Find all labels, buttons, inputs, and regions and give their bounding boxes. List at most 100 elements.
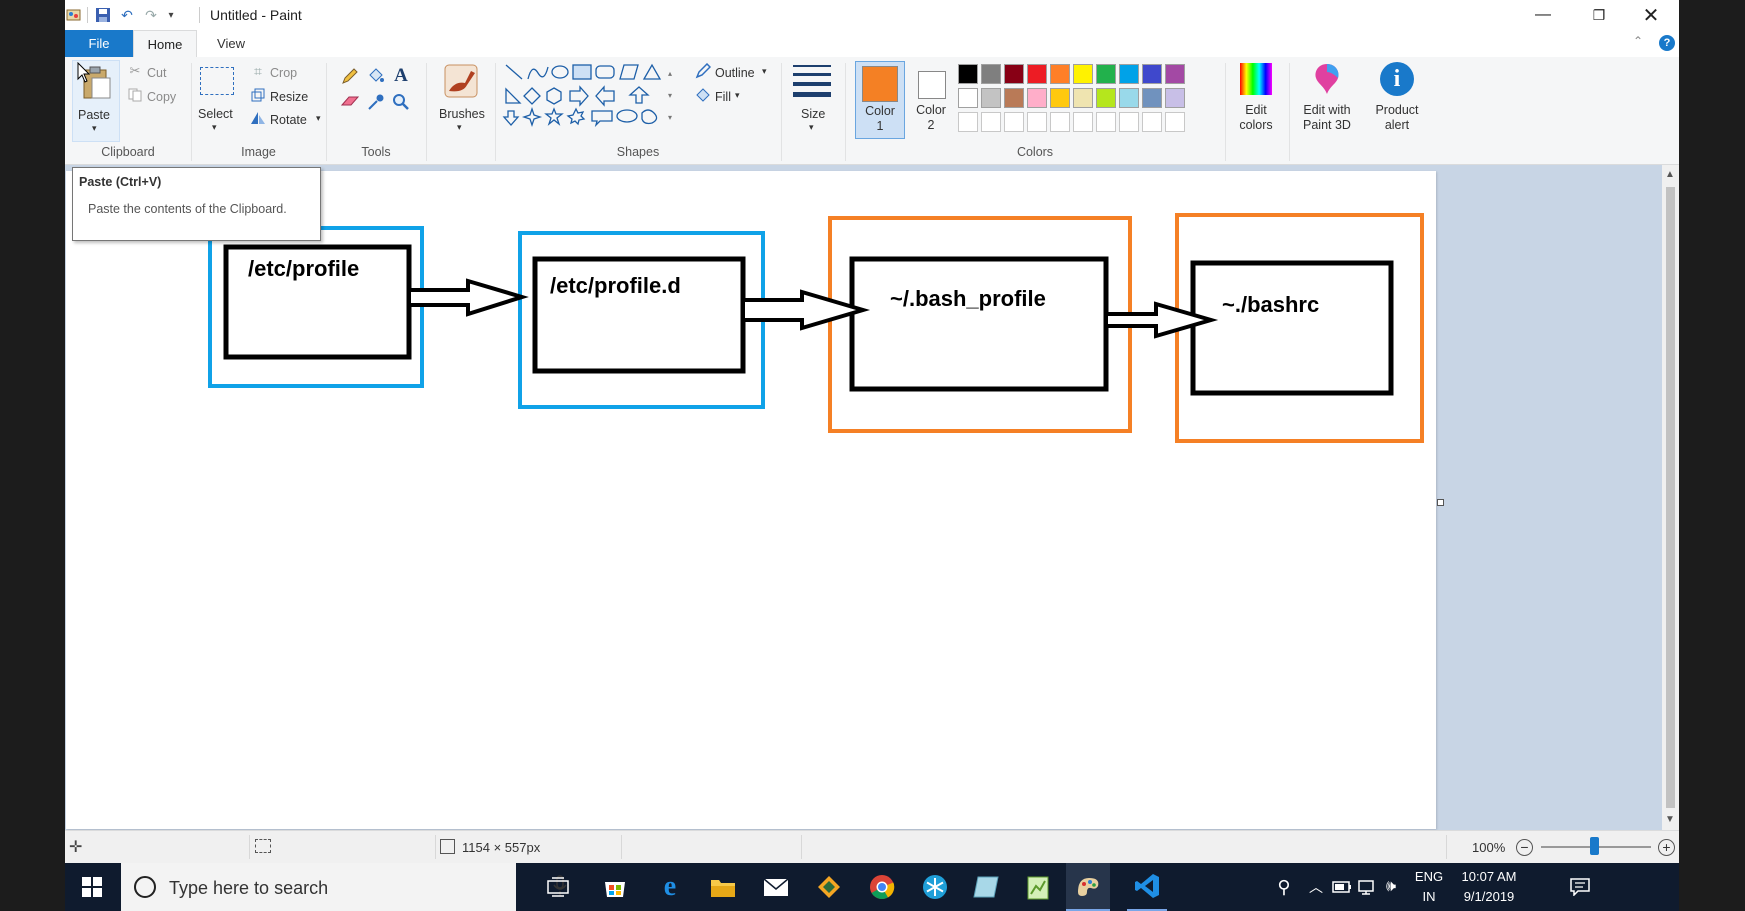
text-tool-icon[interactable]: A [394, 65, 408, 86]
brushes-dropdown-icon[interactable]: ▾ [457, 122, 462, 132]
eraser-icon[interactable] [340, 92, 360, 112]
crop-icon[interactable]: ⌗ [254, 62, 262, 79]
palette-color-swatch[interactable] [1165, 88, 1185, 108]
palette-color-swatch[interactable] [1004, 88, 1024, 108]
rotate-icon[interactable] [250, 110, 266, 126]
cut-icon[interactable]: ✂ [129, 63, 141, 78]
palette-color-swatch[interactable] [1073, 64, 1093, 84]
palette-color-swatch[interactable] [1004, 64, 1024, 84]
palette-color-swatch[interactable] [1073, 88, 1093, 108]
minimize-ribbon-icon[interactable]: ⌃ [1633, 34, 1644, 48]
scroll-up-icon[interactable]: ▲ [1665, 169, 1675, 180]
outline-dropdown-icon[interactable]: ▾ [762, 66, 767, 76]
edit-colors-button[interactable]: Edit colors [1228, 60, 1284, 140]
palette-color-swatch[interactable] [1027, 64, 1047, 84]
shapes-gallery[interactable]: ▴▾▾ [502, 61, 682, 133]
battery-icon[interactable] [1331, 873, 1353, 901]
palette-custom-color-slot[interactable] [1050, 112, 1070, 132]
undo-icon[interactable]: ↶ [121, 6, 133, 23]
palette-custom-color-slot[interactable] [981, 112, 1001, 132]
scrollbar-thumb[interactable] [1666, 187, 1675, 808]
select-button[interactable]: Select ▾ [197, 60, 237, 140]
tab-home[interactable]: Home [133, 30, 197, 59]
palette-custom-color-slot[interactable] [958, 112, 978, 132]
network-icon[interactable] [1356, 873, 1378, 901]
crop-button[interactable]: Crop [270, 66, 298, 80]
shapes-scroll-icon[interactable]: ▴▾▾ [667, 69, 672, 122]
copy-icon[interactable] [127, 87, 143, 103]
volume-icon[interactable]: 🕪 [1385, 878, 1397, 895]
snowflake-app-icon[interactable] [920, 873, 950, 901]
magnifier-icon[interactable] [391, 92, 411, 112]
rotate-button[interactable]: Rotate [270, 113, 307, 127]
vscode-icon[interactable] [1127, 863, 1167, 911]
palette-color-swatch[interactable] [1050, 88, 1070, 108]
color1-button[interactable]: Color 1 [855, 61, 905, 139]
fill-dropdown-icon[interactable]: ▾ [735, 90, 740, 100]
palette-custom-color-slot[interactable] [1027, 112, 1047, 132]
show-hidden-icons-icon[interactable]: ︿ [1309, 879, 1323, 895]
help-icon[interactable]: ? [1659, 35, 1675, 51]
select-dropdown-icon[interactable]: ▾ [212, 122, 217, 132]
zoom-slider-thumb[interactable] [1590, 837, 1599, 855]
palette-custom-color-slot[interactable] [1096, 112, 1116, 132]
rotate-dropdown-icon[interactable]: ▾ [316, 113, 321, 123]
palette-color-swatch[interactable] [1119, 88, 1139, 108]
edit-with-paint3d-button[interactable]: Edit with Paint 3D [1293, 60, 1361, 140]
task-view-icon[interactable] [543, 873, 573, 901]
product-alert-button[interactable]: i Product alert [1365, 60, 1429, 140]
palette-color-swatch[interactable] [958, 88, 978, 108]
paste-button[interactable]: Paste ▾ [72, 60, 120, 142]
notes-app-icon[interactable] [971, 873, 1001, 901]
palette-color-swatch[interactable] [1142, 88, 1162, 108]
vertical-scrollbar[interactable]: ▲ ▼ [1662, 165, 1679, 830]
close-button[interactable]: ✕ [1642, 4, 1660, 27]
language-indicator[interactable]: ENG IN [1412, 867, 1446, 907]
palette-color-swatch[interactable] [958, 64, 978, 84]
zoom-in-icon[interactable]: + [1658, 839, 1675, 856]
fill-bucket-icon[interactable] [366, 66, 386, 86]
redo-icon[interactable]: ↷ [145, 6, 157, 23]
palette-color-swatch[interactable] [1096, 64, 1116, 84]
outline-button[interactable]: Outline [715, 66, 755, 80]
palette-color-swatch[interactable] [1027, 88, 1047, 108]
windows-start-icon[interactable] [77, 873, 107, 901]
resize-icon[interactable] [250, 87, 266, 103]
git-app-icon[interactable] [814, 873, 844, 901]
outline-icon[interactable] [695, 63, 711, 79]
minimize-button[interactable]: — [1535, 6, 1551, 23]
pencil-icon[interactable] [340, 66, 360, 86]
tab-view[interactable]: View [217, 36, 245, 51]
palette-custom-color-slot[interactable] [1119, 112, 1139, 132]
canvas-resize-handle[interactable] [1437, 499, 1444, 506]
restore-button[interactable]: ❐ [1592, 6, 1606, 23]
zoom-out-icon[interactable]: − [1516, 839, 1533, 856]
clock[interactable]: 10:07 AM 9/1/2019 [1451, 867, 1527, 907]
store-icon[interactable] [600, 873, 630, 901]
paint-taskbar-icon[interactable] [1066, 863, 1110, 911]
resize-button[interactable]: Resize [270, 90, 309, 104]
mail-icon[interactable] [761, 873, 791, 901]
palette-color-swatch[interactable] [1050, 64, 1070, 84]
palette-color-swatch[interactable] [1119, 64, 1139, 84]
people-icon[interactable]: ⚲ [1277, 876, 1291, 897]
fill-button[interactable]: Fill [715, 90, 731, 104]
scroll-down-icon[interactable]: ▼ [1665, 814, 1675, 825]
size-dropdown-icon[interactable]: ▾ [809, 122, 814, 132]
size-button[interactable]: Size ▾ [787, 60, 837, 140]
palette-color-swatch[interactable] [981, 64, 1001, 84]
fill-icon[interactable] [695, 87, 711, 103]
color2-button[interactable]: Color 2 [908, 61, 954, 137]
taskbar-search-box[interactable]: Type here to search [121, 863, 567, 911]
cut-button[interactable]: Cut [147, 66, 167, 80]
paint-app-icon[interactable] [65, 5, 83, 25]
notepad-plus-plus-icon[interactable] [1023, 873, 1053, 901]
color-picker-icon[interactable] [366, 92, 386, 112]
palette-color-swatch[interactable] [1096, 88, 1116, 108]
palette-color-swatch[interactable] [1165, 64, 1185, 84]
palette-custom-color-slot[interactable] [1073, 112, 1093, 132]
save-icon[interactable] [93, 5, 113, 25]
chrome-icon[interactable] [867, 873, 897, 901]
palette-custom-color-slot[interactable] [1165, 112, 1185, 132]
file-explorer-icon[interactable] [708, 873, 738, 901]
